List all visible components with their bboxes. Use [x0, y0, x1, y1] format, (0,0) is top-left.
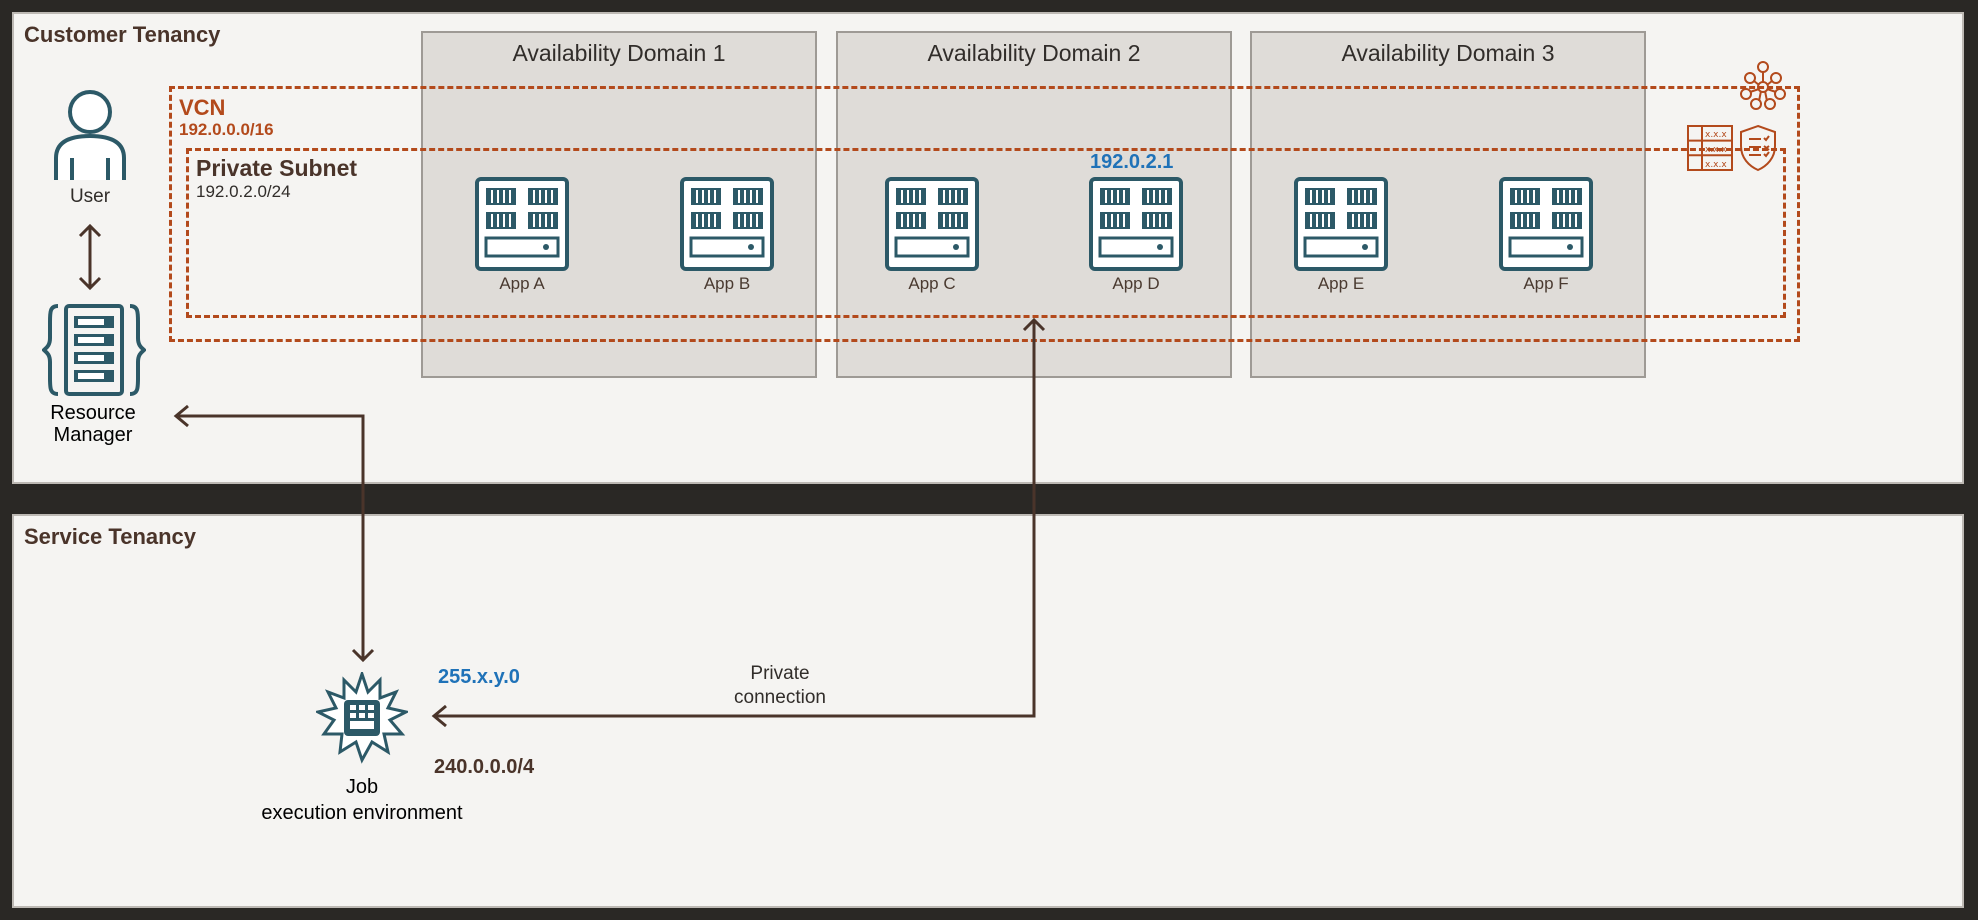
app-a-label: App A [499, 274, 545, 293]
user-icon [54, 90, 126, 180]
resource-manager-label-line1: Resource [50, 402, 136, 424]
server-icon [1499, 177, 1593, 271]
private-subnet-boundary [186, 148, 1786, 318]
server-icon [475, 177, 569, 271]
resource-manager-icon [42, 304, 146, 396]
app-e-label: App E [1317, 274, 1365, 293]
vcn-boundary [169, 86, 1800, 342]
customer-tenancy-title: Customer Tenancy [24, 22, 221, 47]
resource-manager-label-line2: Manager [53, 424, 133, 446]
arrowhead-to-job-env-private [431, 704, 447, 728]
app-b-label: App B [703, 274, 751, 293]
service-tenancy-title: Service Tenancy [24, 524, 197, 549]
user-label: User [69, 186, 111, 207]
server-icon [1089, 177, 1183, 271]
app-d-server: App D [1088, 176, 1184, 296]
server-icon [885, 177, 979, 271]
availability-domain-1-title: Availability Domain 1 [512, 40, 726, 66]
vcn-network-icon [1740, 61, 1786, 110]
resource-manager-job-arrow [176, 414, 365, 660]
private-connection-label: Private connection [700, 662, 860, 710]
app-d-label: App D [1112, 274, 1160, 293]
private-connection-line2: connection [734, 687, 826, 708]
server-icon [1294, 177, 1388, 271]
job-execution-environment-label: Job execution environment [236, 774, 488, 826]
availability-domain-3-title: Availability Domain 3 [1341, 40, 1555, 66]
svg-text:x.x.x: x.x.x [1705, 160, 1727, 170]
job-env-label-line1: Job [345, 776, 379, 798]
app-c-label: App C [908, 274, 956, 293]
job-env-label-line2: execution environment [261, 802, 463, 824]
svg-text:x.x.x: x.x.x [1705, 145, 1727, 155]
user-resource-manager-double-arrow [78, 223, 102, 291]
resource-manager-label: Resource Manager [28, 402, 158, 446]
vcn-label: VCN [179, 95, 226, 120]
app-a-server: App A [474, 176, 570, 296]
arrowhead-to-resource-manager [173, 404, 189, 428]
security-list-icon [1740, 124, 1776, 172]
service-cidr: 240.0.0.0/4 [434, 756, 535, 778]
availability-domain-2-title: Availability Domain 2 [927, 40, 1141, 66]
app-f-server: App F [1498, 176, 1594, 296]
app-c-server: App C [884, 176, 980, 296]
app-e-server: App E [1293, 176, 1389, 296]
route-table-icon: x.x.x x.x.x x.x.x [1687, 125, 1733, 171]
svg-text:x.x.x: x.x.x [1705, 130, 1727, 140]
app-b-server: App B [679, 176, 775, 296]
arrowhead-to-subnet [1022, 317, 1046, 332]
private-connection-arrow [434, 320, 1036, 718]
job-execution-environment-icon [316, 672, 408, 764]
app-f-label: App F [1523, 274, 1569, 293]
private-subnet-cidr: 192.0.2.0/24 [196, 182, 291, 201]
private-subnet-label: Private Subnet [196, 155, 358, 181]
service-ip-range: 255.x.y.0 [438, 666, 520, 688]
private-connection-line1: Private [750, 663, 810, 684]
server-icon [680, 177, 774, 271]
private-ip-label: 192.0.2.1 [1090, 151, 1174, 173]
arrowhead-to-job-env [351, 648, 375, 663]
vcn-cidr: 192.0.0.0/16 [179, 120, 274, 139]
